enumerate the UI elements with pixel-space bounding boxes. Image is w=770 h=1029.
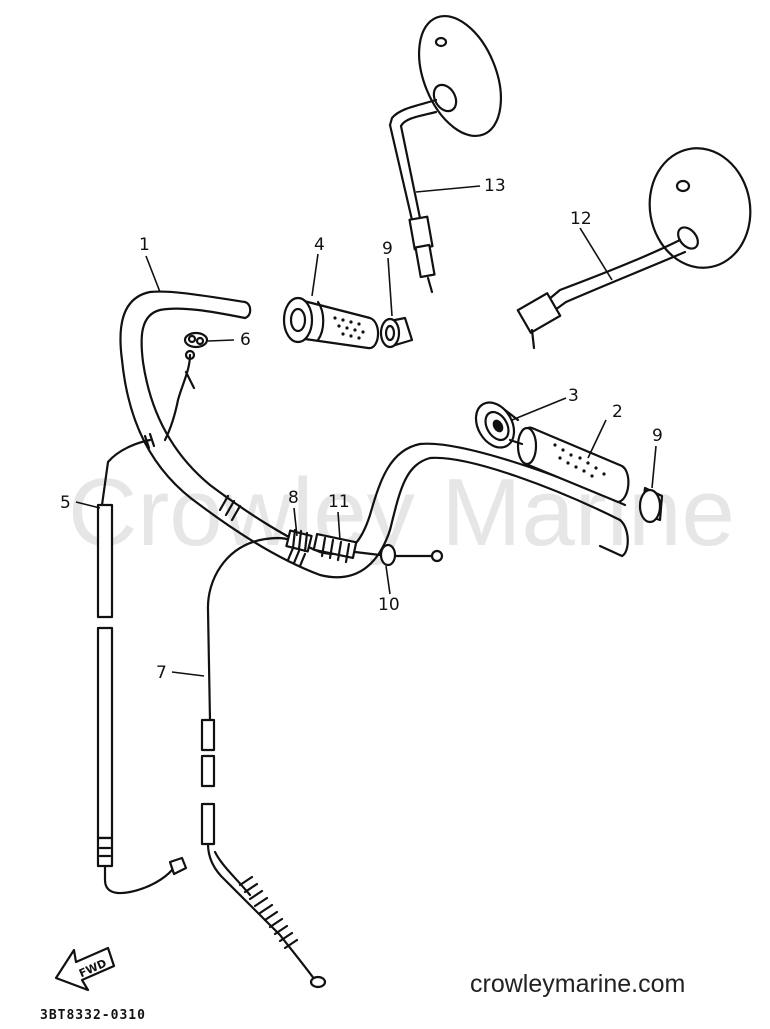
callout-leaders — [75, 185, 657, 677]
callout-1: 1 — [139, 235, 150, 255]
grip-right — [516, 426, 630, 504]
callout-9-left: 9 — [382, 239, 393, 259]
bar-end-9-right — [638, 486, 664, 524]
locknut-10 — [353, 543, 444, 567]
callout-10: 10 — [378, 595, 400, 615]
callout-2: 2 — [612, 402, 623, 422]
callout-13: 13 — [484, 176, 506, 196]
mirror-13 — [388, 14, 502, 294]
clutch-cable — [96, 349, 196, 895]
fwd-arrow: FWD — [54, 946, 116, 992]
diagram-code: 3BT8332-0310 — [40, 1008, 146, 1023]
callout-3: 3 — [568, 386, 579, 406]
callout-8: 8 — [288, 488, 299, 508]
website-text: crowleymarine.com — [470, 970, 685, 998]
handlebar — [119, 290, 629, 579]
grip-flange-3 — [474, 401, 524, 449]
adjuster-11 — [312, 532, 358, 564]
callout-7: 7 — [156, 663, 167, 683]
bar-end-9-left — [379, 316, 414, 349]
callout-12: 12 — [570, 209, 592, 229]
callout-5: 5 — [60, 493, 71, 513]
adjuster-8 — [285, 528, 313, 553]
callout-4: 4 — [314, 235, 325, 255]
throttle-cable — [200, 537, 327, 989]
clip-6 — [183, 331, 209, 349]
throttle-grip — [282, 296, 380, 350]
callout-6: 6 — [240, 330, 251, 350]
callout-9-right: 9 — [652, 426, 663, 446]
mirror-12 — [516, 147, 752, 350]
callout-11: 11 — [328, 492, 350, 512]
callouts: 1 2 3 4 5 6 7 8 9 9 10 11 12 13 — [60, 176, 663, 683]
